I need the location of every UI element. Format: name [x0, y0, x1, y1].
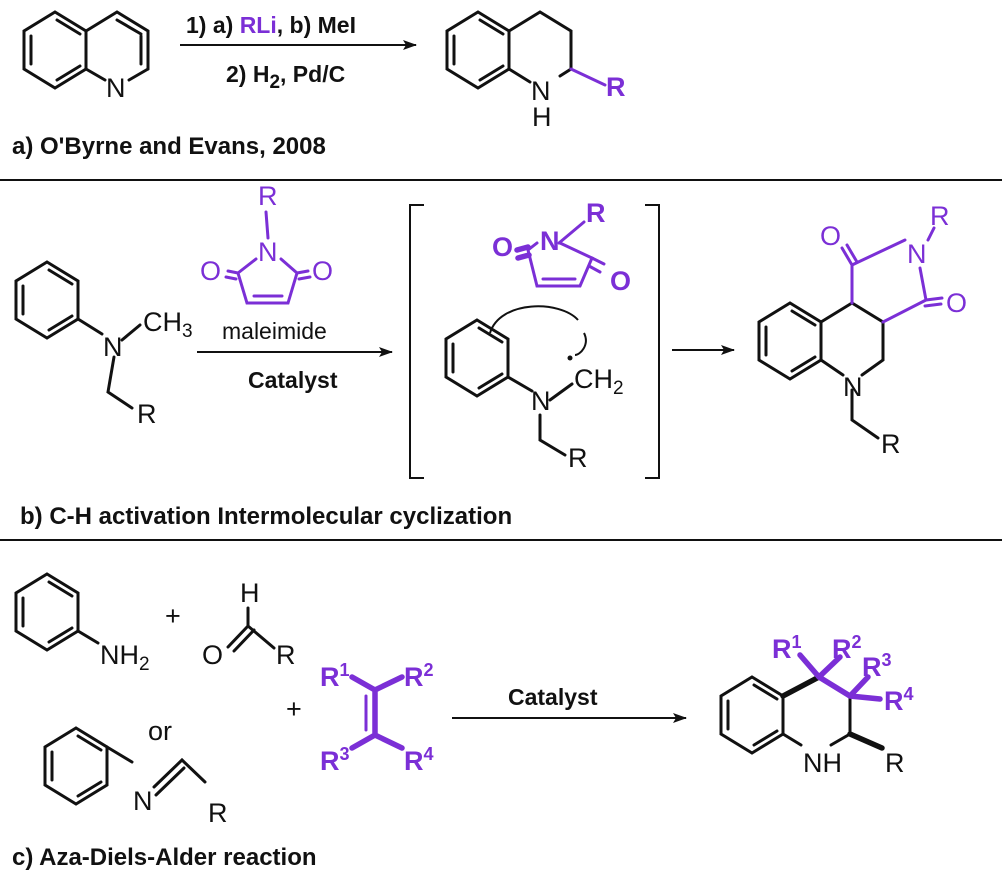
product-r4: R4	[884, 684, 914, 716]
maleimide-o-left: O	[200, 256, 221, 286]
bracket-right	[645, 204, 660, 479]
atom-n-label: N	[103, 332, 123, 362]
plus-sign-2: +	[286, 694, 302, 724]
section-a: N 1) a) RLi, b) MeI 2) H2, Pd/C N H R a)…	[12, 10, 626, 160]
intermediate-o-left: O	[492, 232, 513, 262]
conditions-step-2: 2) H2, Pd/C	[226, 61, 345, 93]
product-r1: R1	[772, 632, 802, 664]
product-r-top: R	[930, 201, 950, 231]
conditions-step-1: 1) a) RLi, b) MeI	[186, 12, 356, 38]
n-methyl-aniline-structure: N CH3 R	[14, 260, 193, 429]
methylene-label: CH2	[574, 364, 624, 399]
product-r: R	[885, 748, 905, 778]
section-c-title: c) Aza-Diels-Alder reaction	[12, 844, 317, 871]
intermediate-amine-n: N	[531, 386, 551, 416]
atom-h-label: H	[532, 102, 552, 132]
aniline-structure: NH2	[14, 572, 150, 675]
maleimide-structure: R N O O	[200, 181, 333, 305]
atom-n-label: N	[106, 73, 126, 103]
product-o-top: O	[820, 221, 841, 251]
fused-product-structure: O N R O N R	[757, 201, 967, 459]
plus-sign-1: +	[165, 601, 181, 631]
or-label: or	[148, 716, 172, 746]
alkene-r1: R1	[320, 660, 350, 692]
imine-structure: N R	[43, 726, 228, 828]
alkene-r3: R3	[320, 744, 350, 776]
bracket-left	[409, 204, 424, 479]
product-r3: R3	[862, 650, 892, 682]
product-n-label: N	[907, 239, 927, 269]
alkene-r4: R4	[404, 744, 434, 776]
amine-label: NH2	[100, 640, 150, 675]
maleimide-o-right: O	[312, 256, 333, 286]
intermediate-structure: O N R O N CH2 R	[444, 198, 631, 473]
tetrahydroquinoline-product-c: R1 R2 R3 R4 NH R	[719, 632, 914, 778]
product-r-bottom: R	[881, 429, 901, 459]
product-o-right: O	[946, 288, 967, 318]
maleimide-caption: maleimide	[222, 318, 327, 344]
maleimide-n-label: N	[258, 237, 278, 267]
section-b-title: b) C-H activation Intermolecular cycliza…	[20, 503, 512, 530]
section-c: NH2 + H O R or N R + R1 R2 R3 R4	[12, 572, 914, 871]
tetrahydroquinoline-product: N H R	[445, 10, 626, 132]
section-b: N CH3 R R N O O maleimide Catalyst	[14, 181, 967, 530]
product-r2: R2	[832, 632, 862, 664]
quinoline-structure: N	[22, 10, 150, 103]
methyl-label: CH3	[143, 307, 193, 342]
imine-n-label: N	[133, 786, 153, 816]
product-nh-label: NH	[803, 748, 842, 778]
catalyst-label-c: Catalyst	[508, 684, 598, 710]
intermediate-n-label: N	[540, 226, 560, 256]
aldehyde-o-label: O	[202, 640, 223, 670]
substituent-r-label: R	[137, 399, 157, 429]
product-amine-n: N	[843, 372, 863, 402]
aldehyde-structure: H O R	[202, 578, 296, 670]
imine-r-label: R	[208, 798, 228, 828]
alkene-structure: R1 R2 R3 R4	[320, 660, 434, 776]
maleimide-r-label: R	[258, 181, 278, 211]
substituent-r-label: R	[606, 72, 626, 102]
atom-n-label: N	[531, 76, 551, 106]
aldehyde-r-label: R	[276, 640, 296, 670]
catalyst-label: Catalyst	[248, 367, 338, 393]
reaction-arrow-c: Catalyst	[452, 684, 687, 723]
intermediate-o-right: O	[610, 266, 631, 296]
intermediate-r-bottom: R	[568, 443, 588, 473]
aldehyde-h-label: H	[240, 578, 260, 608]
intermediate-r-label: R	[586, 198, 606, 228]
reaction-arrow-a: 1) a) RLi, b) MeI 2) H2, Pd/C	[180, 12, 417, 93]
reagent-rli: RLi	[240, 12, 277, 38]
section-a-title: a) O'Byrne and Evans, 2008	[12, 133, 326, 160]
alkene-r2: R2	[404, 660, 434, 692]
reaction-arrow-b: maleimide Catalyst	[197, 318, 393, 393]
